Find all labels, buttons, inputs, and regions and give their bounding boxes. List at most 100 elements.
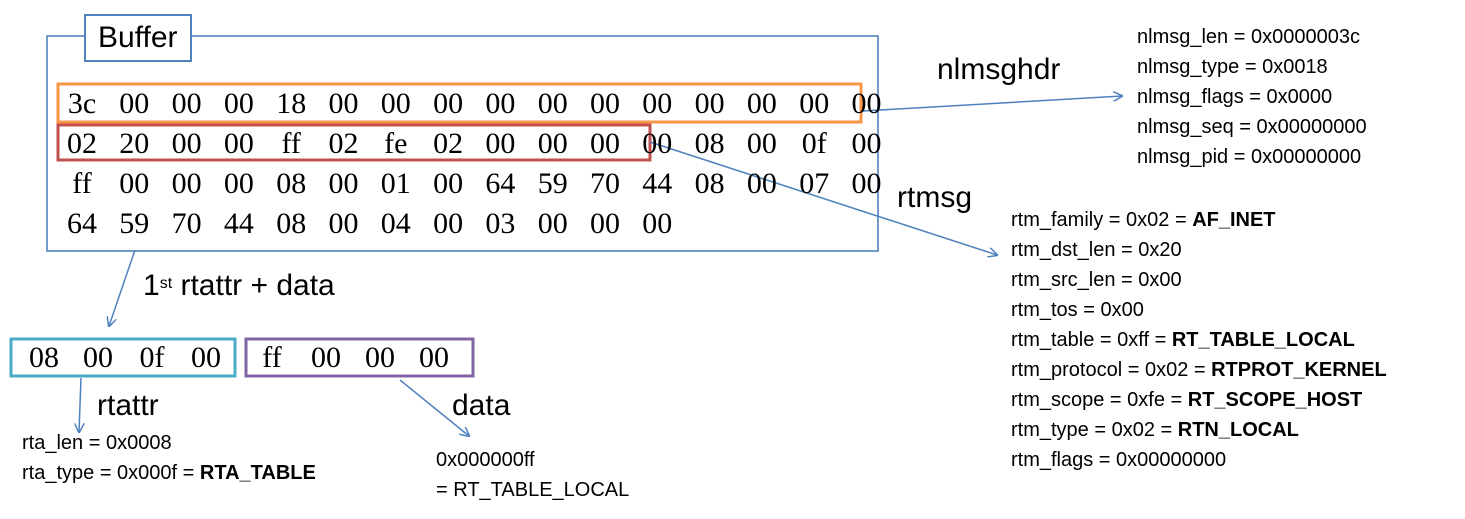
hex-byte: 64 xyxy=(485,167,516,200)
hex-byte: 3c xyxy=(67,87,97,120)
hex-byte: 00 xyxy=(171,127,202,160)
rtattr-fields: rta_len = 0x0008 rta_type = 0x000f = RTA… xyxy=(22,428,316,488)
rtmsg-field-text: rtm_dst_len = 0x20 xyxy=(1011,239,1182,261)
rtmsg-field-text: rtm_src_len = 0x00 xyxy=(1011,269,1182,291)
data-highlight-box xyxy=(244,337,475,378)
hex-byte: 00 xyxy=(851,167,882,200)
hex-byte: 00 xyxy=(380,87,411,120)
hex-byte: 00 xyxy=(642,87,673,120)
rtmsg-field-text: rtm_family = 0x02 = xyxy=(1011,209,1193,231)
rtmsg-label: rtmsg xyxy=(897,181,972,214)
nlmsghdr-label: nlmsghdr xyxy=(937,53,1061,86)
rtmsg-field-text: rtm_flags = 0x00000000 xyxy=(1011,449,1227,471)
rtmsg-field: rtm_src_len = 0x00 xyxy=(1011,265,1387,295)
rtmsg-field-const: RT_TABLE_LOCAL xyxy=(1171,329,1355,351)
hex-byte: 00 xyxy=(171,167,202,200)
nlmsghdr-field: nlmsg_type = 0x0018 xyxy=(1137,56,1328,78)
hex-byte: 00 xyxy=(851,87,882,120)
hex-byte: 00 xyxy=(365,341,395,374)
hex-byte: 0f xyxy=(801,127,827,160)
nlmsghdr-fields: nlmsg_len = 0x0000003c nlmsg_type = 0x00… xyxy=(1137,22,1367,172)
hex-byte: 08 xyxy=(29,341,59,374)
hex-byte: 00 xyxy=(119,167,150,200)
rtmsg-field-text: rtm_tos = 0x00 xyxy=(1011,299,1144,321)
hex-byte: 02 xyxy=(67,127,97,160)
rtmsg-field: rtm_flags = 0x00000000 xyxy=(1011,445,1387,475)
hex-byte: 08 xyxy=(694,127,725,160)
hex-byte: 59 xyxy=(119,207,150,240)
hex-byte: 0f xyxy=(139,341,165,374)
hex-byte: 44 xyxy=(642,167,673,200)
hex-byte: 01 xyxy=(380,167,411,200)
hex-byte: 00 xyxy=(223,167,254,200)
hex-byte: 00 xyxy=(171,87,202,120)
hex-byte: 00 xyxy=(223,127,254,160)
hex-byte: 00 xyxy=(433,207,464,240)
rtattr-label: rtattr xyxy=(97,389,159,422)
data-lines: 0x000000ff = RT_TABLE_LOCAL xyxy=(436,445,629,505)
hex-byte: 20 xyxy=(119,127,150,160)
data-label: data xyxy=(452,389,511,422)
rtmsg-field-text: rtm_table = 0xff = xyxy=(1011,329,1172,351)
hex-byte: ff xyxy=(281,127,301,160)
hex-byte: 00 xyxy=(746,87,777,120)
hex-byte: 00 xyxy=(746,167,777,200)
hex-byte: 00 xyxy=(311,341,341,374)
hex-byte: 00 xyxy=(642,207,673,240)
nlmsghdr-field: nlmsg_flags = 0x0000 xyxy=(1137,86,1333,108)
hex-byte: 07 xyxy=(799,167,830,200)
hex-byte: 59 xyxy=(537,167,568,200)
hex-byte: 00 xyxy=(433,167,464,200)
hex-byte: 00 xyxy=(851,127,882,160)
hex-byte: 00 xyxy=(328,207,359,240)
first-rtattr-label-text: rtattr + data xyxy=(172,269,335,302)
nlmsghdr-arrow xyxy=(862,96,1122,112)
data-line: 0x000000ff xyxy=(436,449,535,471)
hex-byte: 02 xyxy=(433,127,464,160)
rtmsg-field-text: rtm_scope = 0xfe = xyxy=(1011,389,1188,411)
first-rtattr-label: 1st rtattr + data xyxy=(143,268,335,304)
rtattr-field-text: rta_type = 0x000f = xyxy=(22,462,200,484)
hex-byte: 00 xyxy=(537,87,568,120)
hex-byte: 00 xyxy=(590,87,620,120)
hex-byte: 44 xyxy=(223,207,254,240)
rtmsg-field: rtm_dst_len = 0x20 xyxy=(1011,235,1387,265)
rtattr-field: rta_type = 0x000f = RTA_TABLE xyxy=(22,458,316,488)
nlmsghdr-field: nlmsg_pid = 0x00000000 xyxy=(1137,146,1362,168)
hex-byte: 00 xyxy=(419,341,449,374)
hex-byte: 00 xyxy=(537,127,568,160)
hex-byte: 00 xyxy=(328,87,359,120)
hex-byte: 00 xyxy=(537,207,568,240)
rtmsg-field-text: rtm_protocol = 0x02 = xyxy=(1011,359,1212,381)
rtmsg-fields: rtm_family = 0x02 = AF_INET rtm_dst_len … xyxy=(1011,205,1387,475)
rtmsg-arrow xyxy=(649,141,997,255)
rtmsg-field-text: rtm_type = 0x02 = xyxy=(1011,419,1178,441)
nlmsghdr-field: nlmsg_len = 0x0000003c xyxy=(1137,26,1360,48)
hex-byte: 00 xyxy=(119,87,150,120)
rtmsg-field: rtm_tos = 0x00 xyxy=(1011,295,1387,325)
hex-byte: 04 xyxy=(380,207,411,240)
rtattr-field-text: rta_len = 0x0008 xyxy=(22,432,172,454)
rtmsg-field-const: RT_SCOPE_HOST xyxy=(1187,389,1363,411)
hex-byte: 00 xyxy=(485,127,516,160)
hex-byte: 08 xyxy=(694,167,725,200)
data-line: = RT_TABLE_LOCAL xyxy=(436,479,630,501)
hex-byte: 00 xyxy=(642,127,673,160)
nlmsghdr-field: nlmsg_seq = 0x00000000 xyxy=(1137,116,1367,138)
hex-byte: 18 xyxy=(276,87,307,120)
hex-byte: 03 xyxy=(485,207,516,240)
hex-byte: 00 xyxy=(223,87,254,120)
hex-byte: 70 xyxy=(171,207,202,240)
rtmsg-field-const: RTN_LOCAL xyxy=(1177,419,1299,441)
hex-byte: 02 xyxy=(328,127,359,160)
buffer-border xyxy=(46,35,879,252)
rtmsg-field: rtm_family = 0x02 = AF_INET xyxy=(1011,205,1387,235)
nlmsghdr-highlight-box xyxy=(56,82,863,124)
hex-byte: 00 xyxy=(328,167,359,200)
hex-byte: 00 xyxy=(694,87,725,120)
